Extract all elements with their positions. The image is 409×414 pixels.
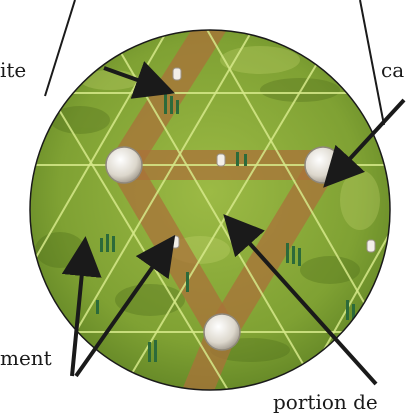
node-top — [212, 0, 240, 18]
leader-line-left — [45, 0, 75, 96]
node-right — [305, 147, 341, 183]
label-top-left: ite — [0, 60, 26, 80]
node-left — [106, 147, 142, 183]
node-bottom — [204, 314, 240, 350]
label-top-right: ca — [381, 60, 404, 80]
label-bottom-left: ment — [0, 348, 52, 368]
label-bottom-right: portion de — [273, 392, 378, 412]
